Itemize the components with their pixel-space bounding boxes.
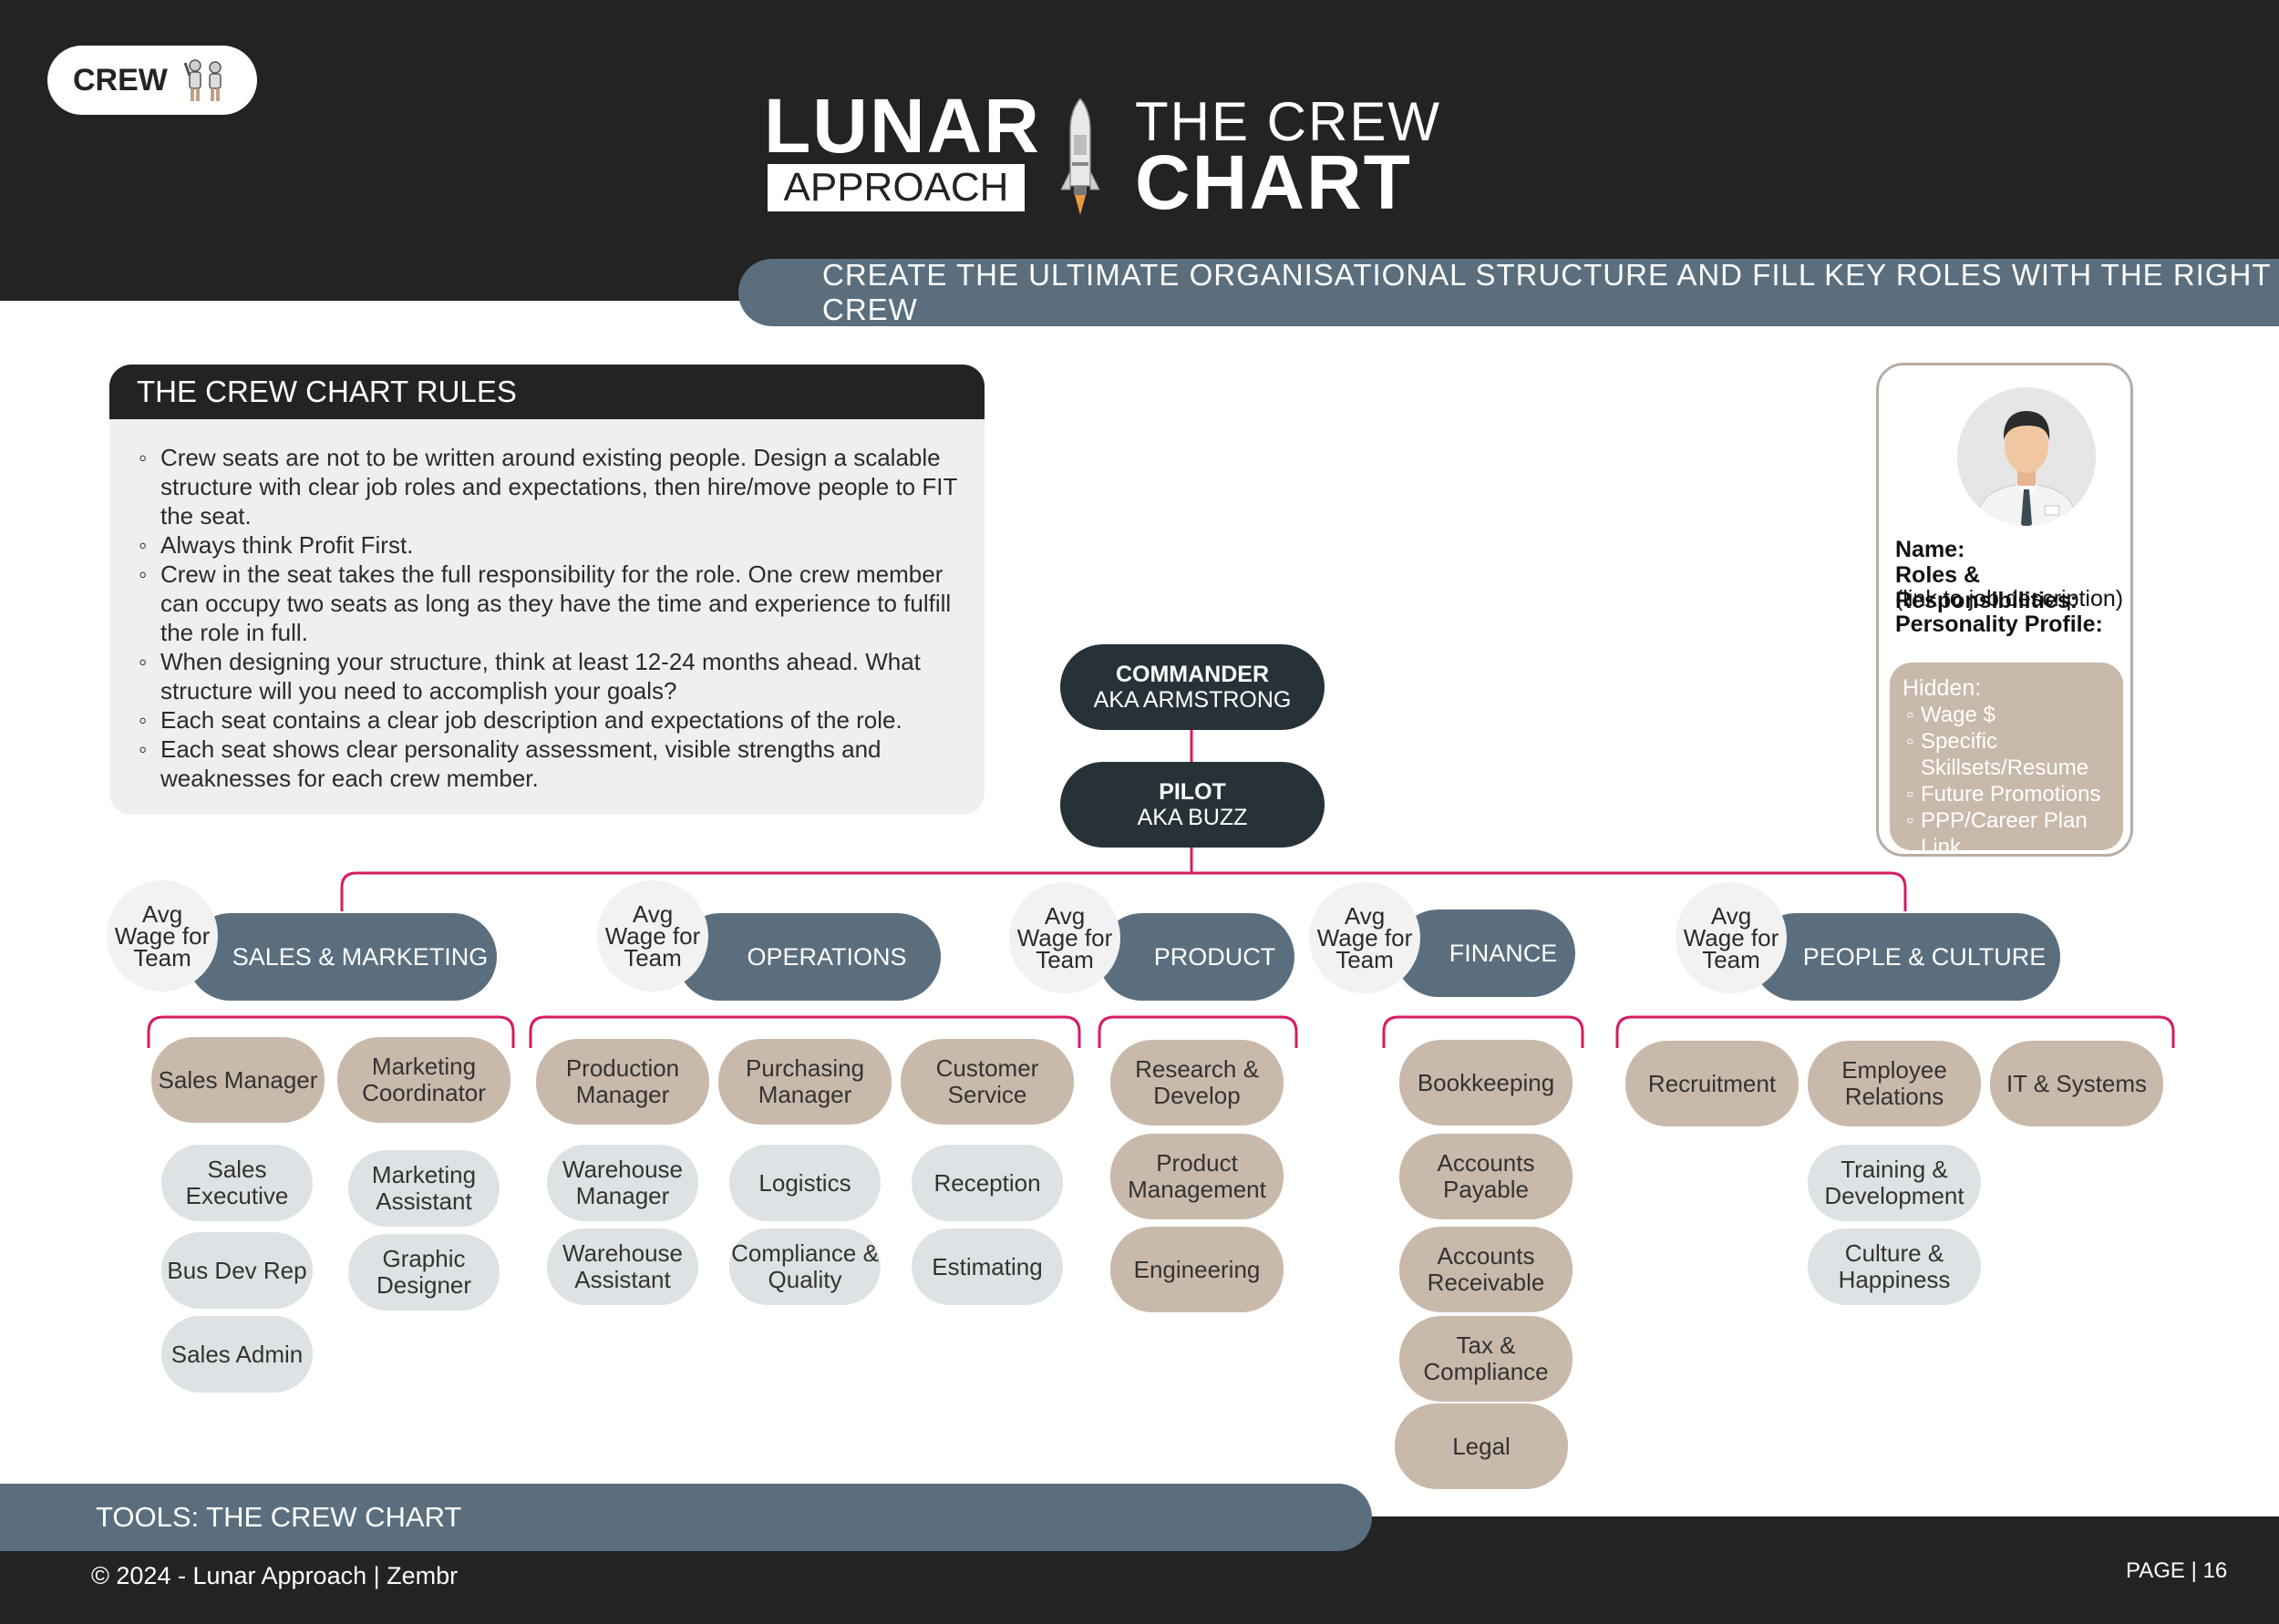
role-logistics: Logistics — [729, 1145, 881, 1221]
rule-item: Each seat contains a clear job descripti… — [139, 705, 959, 735]
rule-item: When designing your structure, think at … — [139, 647, 959, 705]
hidden-item: PPP/Career Plan Link — [1903, 807, 2123, 860]
role-culture-happiness: Culture & Happiness — [1808, 1228, 1981, 1305]
tools-label: TOOLS: THE CREW CHART — [0, 1484, 1372, 1551]
wage-label: Team — [133, 944, 191, 971]
dept-people-culture: PEOPLE & CULTURE — [1752, 913, 2060, 1001]
pilot-subtitle: AKA BUZZ — [1137, 805, 1248, 830]
header-banner — [0, 0, 2279, 301]
rule-item: Each seat shows clear personality assess… — [139, 735, 959, 793]
crew-badge: CREW — [47, 46, 257, 115]
wage-label: Wage for — [1316, 924, 1413, 951]
wage-label: Wage for — [604, 922, 701, 950]
role-production-manager: Production Manager — [536, 1039, 709, 1125]
profile-name-label: Name: — [1895, 537, 1965, 562]
role-marketing-coordinator: Marketing Coordinator — [337, 1037, 510, 1123]
rule-item: Crew in the seat takes the full responsi… — [139, 560, 959, 647]
wage-label: Avg — [632, 900, 674, 928]
role-accounts-payable: Accounts Payable — [1399, 1134, 1573, 1219]
title-the-crew: THE CREW — [1135, 91, 1441, 152]
logo-approach: APPROACH — [768, 164, 1025, 211]
rule-item: Always think Profit First. — [139, 530, 959, 560]
hidden-list: Wage $ Specific Skillsets/Resume Future … — [1903, 702, 2123, 860]
wage-label: Team — [624, 944, 682, 971]
wage-label: Avg — [1044, 902, 1086, 930]
hidden-title: Hidden: — [1903, 675, 1982, 701]
wage-label: Team — [1335, 946, 1394, 973]
role-legal: Legal — [1395, 1403, 1568, 1489]
role-it-systems: IT & Systems — [1990, 1041, 2163, 1126]
pilot-title: PILOT — [1159, 779, 1226, 805]
wage-label: Wage for — [114, 922, 211, 950]
role-marketing-assistant: Marketing Assistant — [348, 1150, 500, 1227]
commander-title: COMMANDER — [1115, 662, 1270, 687]
logo-lunar: LUNAR — [764, 83, 1041, 169]
role-bus-dev-rep: Bus Dev Rep — [161, 1232, 313, 1309]
hidden-item: Wage $ — [1903, 702, 2123, 728]
crew-badge-label: CREW — [73, 62, 168, 98]
rules-title: THE CREW CHART RULES — [109, 365, 985, 419]
role-employee-relations: Employee Relations — [1808, 1041, 1981, 1126]
title-chart: CHART — [1135, 139, 1412, 225]
commander-node: COMMANDER AKA ARMSTRONG — [1060, 644, 1325, 730]
role-product-management: Product Management — [1110, 1134, 1284, 1219]
rocket-icon — [1060, 98, 1100, 215]
dept-operations: OPERATIONS — [676, 913, 941, 1001]
hidden-item: Future Promotions — [1903, 781, 2123, 807]
role-sales-executive: Sales Executive — [161, 1145, 313, 1221]
tagline-banner: CREATE THE ULTIMATE ORGANISATIONAL STRUC… — [738, 258, 2279, 326]
role-training-development: Training & Development — [1808, 1145, 1981, 1221]
wage-label: Team — [1036, 946, 1094, 973]
wage-label: Avg — [141, 900, 183, 928]
role-reception: Reception — [912, 1145, 1063, 1221]
avatar — [1957, 387, 2096, 526]
dept-sales-marketing: SALES & MARKETING — [187, 913, 497, 1001]
role-compliance-quality: Compliance & Quality — [729, 1228, 881, 1305]
hidden-info-box: Hidden: Wage $ Specific Skillsets/Resume… — [1890, 663, 2123, 859]
role-accounts-receivable: Accounts Receivable — [1399, 1227, 1573, 1312]
role-warehouse-manager: Warehouse Manager — [547, 1145, 698, 1221]
wage-label: Wage for — [1016, 924, 1113, 951]
role-customer-service: Customer Service — [901, 1039, 1074, 1125]
role-estimating: Estimating — [912, 1228, 1063, 1305]
role-bookkeeping: Bookkeeping — [1399, 1040, 1573, 1125]
wage-label: Wage for — [1683, 924, 1779, 951]
role-sales-manager: Sales Manager — [151, 1037, 325, 1123]
role-tax-compliance: Tax & Compliance — [1399, 1316, 1573, 1402]
rules-list: Crew seats are not to be written around … — [109, 419, 985, 793]
wage-label: Team — [1702, 946, 1760, 973]
role-sales-admin: Sales Admin — [161, 1316, 313, 1393]
profile-roles-note: (link to job description) — [1895, 586, 2124, 612]
profile-card: Name: Roles & Responsibilities: (link to… — [1876, 363, 2133, 859]
astronauts-icon — [183, 59, 222, 101]
hidden-item: Specific Skillsets/Resume — [1903, 728, 2123, 781]
commander-subtitle: AKA ARMSTRONG — [1093, 687, 1292, 713]
role-research-develop: Research & Develop — [1110, 1040, 1284, 1125]
role-recruitment: Recruitment — [1625, 1041, 1799, 1126]
wage-label: Avg — [1710, 902, 1752, 930]
role-graphic-designer: Graphic Designer — [348, 1234, 500, 1311]
role-engineering: Engineering — [1110, 1227, 1284, 1312]
role-warehouse-assistant: Warehouse Assistant — [547, 1228, 698, 1305]
rule-item: Crew seats are not to be written around … — [139, 443, 959, 530]
role-purchasing-manager: Purchasing Manager — [718, 1039, 892, 1125]
copyright: © 2024 - Lunar Approach | Zembr — [91, 1562, 459, 1589]
pilot-node: PILOT AKA BUZZ — [1060, 762, 1325, 848]
dept-product: PRODUCT — [1098, 913, 1294, 1001]
dept-finance: FINANCE — [1395, 910, 1575, 997]
profile-roles-label: Roles & Responsibilities: — [1895, 562, 2078, 613]
rules-panel: THE CREW CHART RULES Crew seats are not … — [109, 365, 985, 815]
wage-label: Avg — [1344, 902, 1386, 930]
profile-personality-label: Personality Profile: — [1895, 612, 2103, 637]
page-number: PAGE | 16 — [2126, 1558, 2228, 1583]
